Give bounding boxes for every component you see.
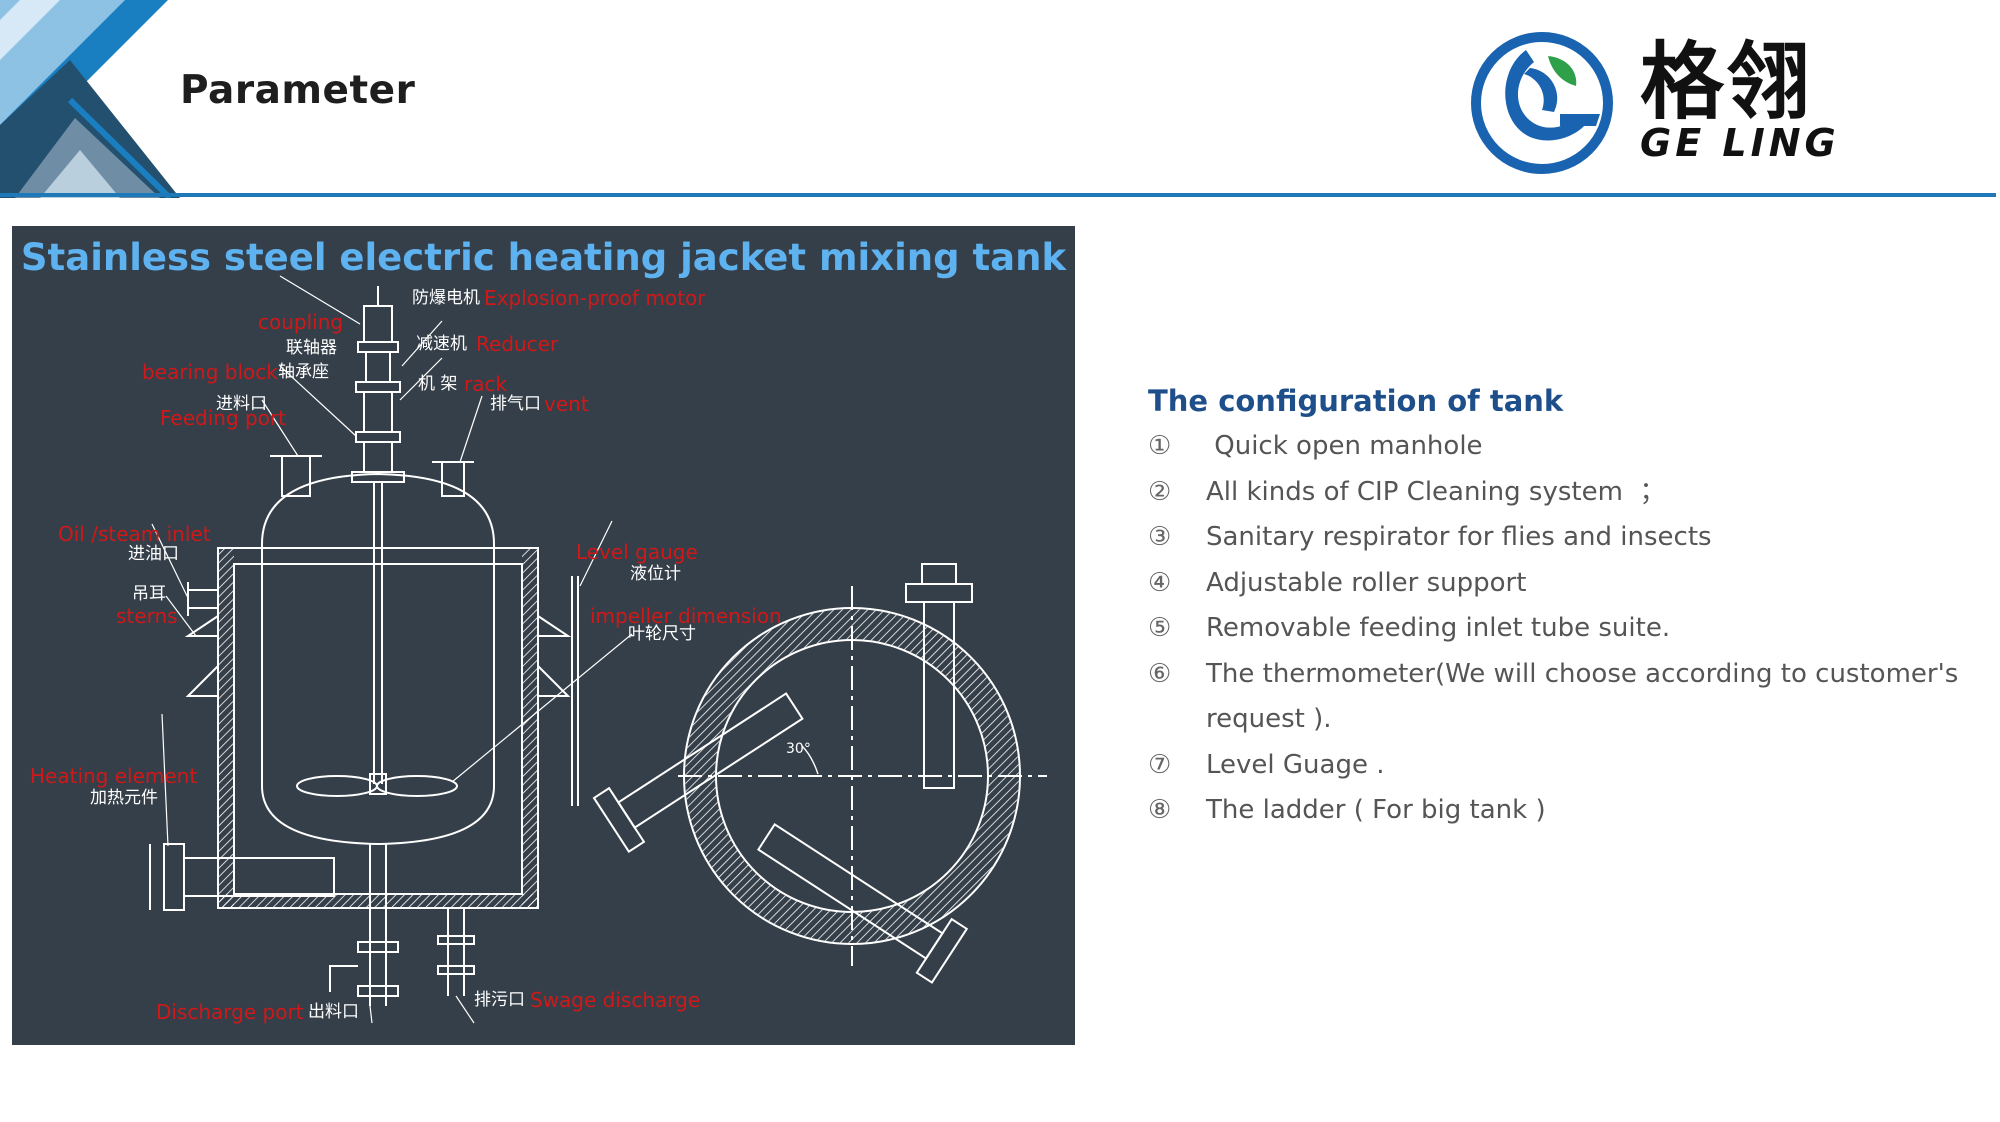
item-text: The ladder ( For big tank ): [1206, 795, 1546, 825]
list-item: ⑧ The ladder ( For big tank ): [1148, 788, 1968, 834]
label-reducer-cn: 减速机: [416, 334, 467, 354]
list-item: ③ Sanitary respirator for flies and insec…: [1148, 515, 1968, 561]
configuration-section: The configuration of tank ① Quick open m…: [1148, 384, 1968, 834]
label-motor-cn: 防爆电机: [412, 288, 480, 308]
list-item: ⑦ Level Guage .: [1148, 743, 1968, 789]
item-number: ④: [1148, 567, 1172, 598]
corner-decoration: [0, 0, 180, 198]
label-heating-cn: 加热元件: [90, 788, 158, 808]
label-vent-cn: 排气口: [490, 394, 541, 414]
item-text: Level Guage .: [1206, 749, 1385, 780]
item-text: Adjustable roller support: [1206, 567, 1527, 598]
item-text: Quick open manhole: [1206, 431, 1483, 461]
label-vent-en: vent: [544, 392, 589, 416]
item-text: All kinds of CIP Cleaning system ；: [1206, 476, 1666, 507]
label-reducer-en: Reducer: [476, 332, 559, 356]
label-impeller-en: impeller dimension: [590, 604, 782, 628]
label-bearing-cn: 轴承座: [278, 362, 329, 382]
label-sewage-en: Swage discharge: [530, 988, 701, 1012]
list-item: ⑥ The thermometer(We will choose accordin…: [1148, 652, 1968, 743]
item-text: The thermometer(We will choose according…: [1206, 658, 1959, 735]
label-angle: 30°: [786, 741, 811, 757]
list-item: ④ Adjustable roller support: [1148, 561, 1968, 607]
label-oil-en: Oil /steam inlet: [58, 522, 211, 546]
label-oil-cn: 进油口: [128, 544, 179, 564]
logo-english-text: GE LING: [1640, 121, 1840, 165]
label-feed-en: Feeding port: [160, 406, 286, 430]
logo-chinese-text: 格翎: [1640, 33, 1813, 131]
list-item: ⑤ Removable feeding inlet tube suite.: [1148, 606, 1968, 652]
label-sewage-cn: 排污口: [474, 990, 525, 1010]
page-title: Parameter: [180, 68, 416, 113]
label-lug-cn: 吊耳: [132, 584, 166, 604]
label-heating-en: Heating element: [30, 764, 198, 788]
label-motor-en: Explosion-proof motor: [484, 286, 706, 310]
item-text: Removable feeding inlet tube suite.: [1206, 613, 1671, 643]
label-discharge-cn: 出料口: [308, 1002, 359, 1022]
configuration-title: The configuration of tank: [1148, 384, 1564, 418]
label-lug-en: sterns: [116, 604, 178, 628]
list-item: ① Quick open manhole: [1148, 424, 1968, 470]
item-number: ③: [1148, 522, 1172, 552]
label-level-cn: 液位计: [630, 564, 681, 584]
item-number: ⑧: [1148, 795, 1172, 825]
item-number: ②: [1148, 476, 1172, 507]
label-discharge-en: Discharge port: [156, 1000, 304, 1024]
list-item: ② All kinds of CIP Cleaning system ；: [1148, 470, 1968, 516]
tank-drawing: [149, 275, 1047, 1024]
label-coupling-cn: 联轴器: [286, 338, 337, 358]
label-coupling-en: coupling: [258, 310, 344, 334]
item-text: Sanitary respirator for flies and insect…: [1206, 522, 1712, 552]
item-number: ⑦: [1148, 749, 1172, 780]
item-number: ⑤: [1148, 613, 1172, 643]
diagram-title: Stainless steel electric heating jacket …: [20, 236, 1067, 279]
label-level-en: Level gauge: [576, 540, 698, 564]
tank-diagram: Stainless steel electric heating jacket …: [12, 226, 1075, 1045]
label-rack-cn: 机 架: [418, 374, 458, 394]
label-bearing-en: bearing block: [142, 360, 278, 384]
header-divider: [0, 193, 1996, 197]
label-rack-en: rack: [464, 372, 508, 396]
label-feed-cn: 进料口: [216, 394, 267, 414]
ge-ling-logo-icon: [1471, 32, 1613, 174]
item-number: ①: [1148, 431, 1172, 461]
item-number: ⑥: [1148, 658, 1172, 689]
label-impeller-cn: 叶轮尺寸: [628, 624, 696, 644]
